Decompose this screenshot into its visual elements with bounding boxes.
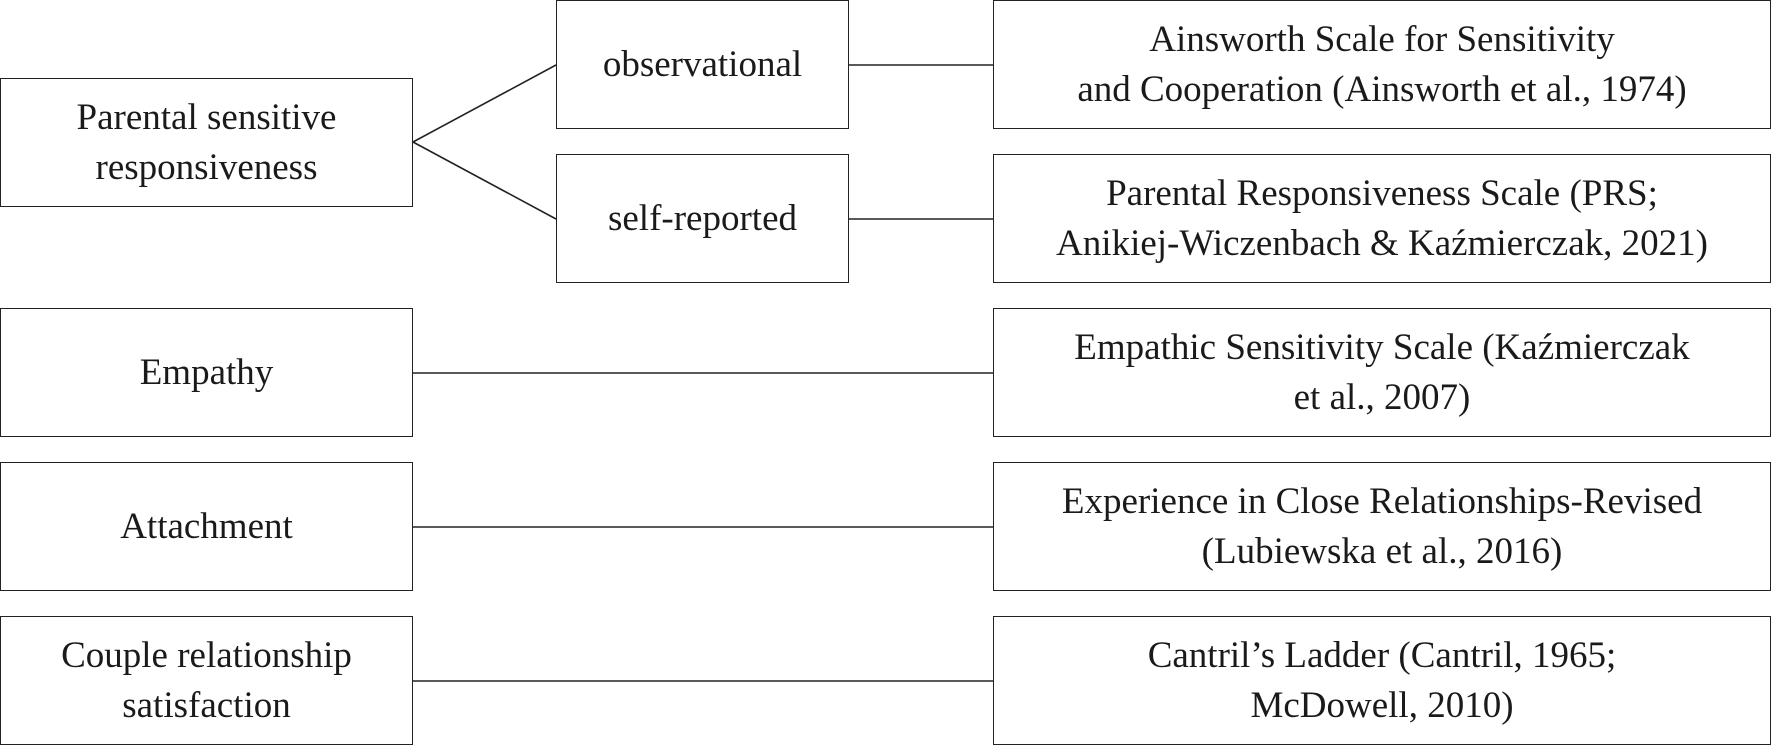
connector-parental-to-observational — [412, 64, 557, 143]
concept-label-line: Attachment — [120, 505, 293, 547]
measure-label-line: McDowell, 2010) — [1250, 684, 1514, 726]
concept-label-line: Parental sensitive — [76, 96, 337, 138]
method-self-reported: self-reported — [556, 154, 849, 283]
measure-label-line: and Cooperation (Ainsworth et al., 1974) — [1077, 68, 1687, 110]
connector-parental-to-self-reported — [412, 141, 557, 220]
measure-label-line: et al., 2007) — [1293, 376, 1471, 418]
measure-cantrils-ladder: Cantril’s Ladder (Cantril, 1965; McDowel… — [993, 616, 1771, 745]
concept-couple-relationship-satisfaction: Couple relationship satisfaction — [0, 616, 413, 745]
method-observational: observational — [556, 0, 849, 129]
concept-label-line: satisfaction — [122, 684, 291, 726]
measure-parental-responsiveness-scale: Parental Responsiveness Scale (PRS; Anik… — [993, 154, 1771, 283]
measure-label-line: (Lubiewska et al., 2016) — [1201, 530, 1563, 572]
measure-experience-in-close-relationships: Experience in Close Relationships-Revise… — [993, 462, 1771, 591]
concept-label-line: responsiveness — [95, 146, 318, 188]
method-label: self-reported — [607, 197, 797, 239]
measure-label-line: Parental Responsiveness Scale (PRS; — [1106, 172, 1658, 214]
measure-empathic-sensitivity-scale: Empathic Sensitivity Scale (Kaźmierczak … — [993, 308, 1771, 437]
measure-label-line: Ainsworth Scale for Sensitivity — [1149, 18, 1615, 60]
measure-label-line: Empathic Sensitivity Scale (Kaźmierczak — [1074, 326, 1690, 368]
concept-parental-sensitive-responsiveness: Parental sensitive responsiveness — [0, 78, 413, 207]
measure-label-line: Anikiej-Wiczenbach & Kaźmierczak, 2021) — [1056, 222, 1708, 264]
concept-attachment: Attachment — [0, 462, 413, 591]
measure-label-line: Cantril’s Ladder (Cantril, 1965; — [1147, 634, 1617, 676]
method-label: observational — [602, 43, 803, 85]
concept-label-line: Empathy — [139, 351, 274, 393]
concept-empathy: Empathy — [0, 308, 413, 437]
concept-label-line: Couple relationship — [61, 634, 352, 676]
measure-ainsworth-scale: Ainsworth Scale for Sensitivity and Coop… — [993, 0, 1771, 129]
measure-label-line: Experience in Close Relationships-Revise… — [1061, 480, 1703, 522]
